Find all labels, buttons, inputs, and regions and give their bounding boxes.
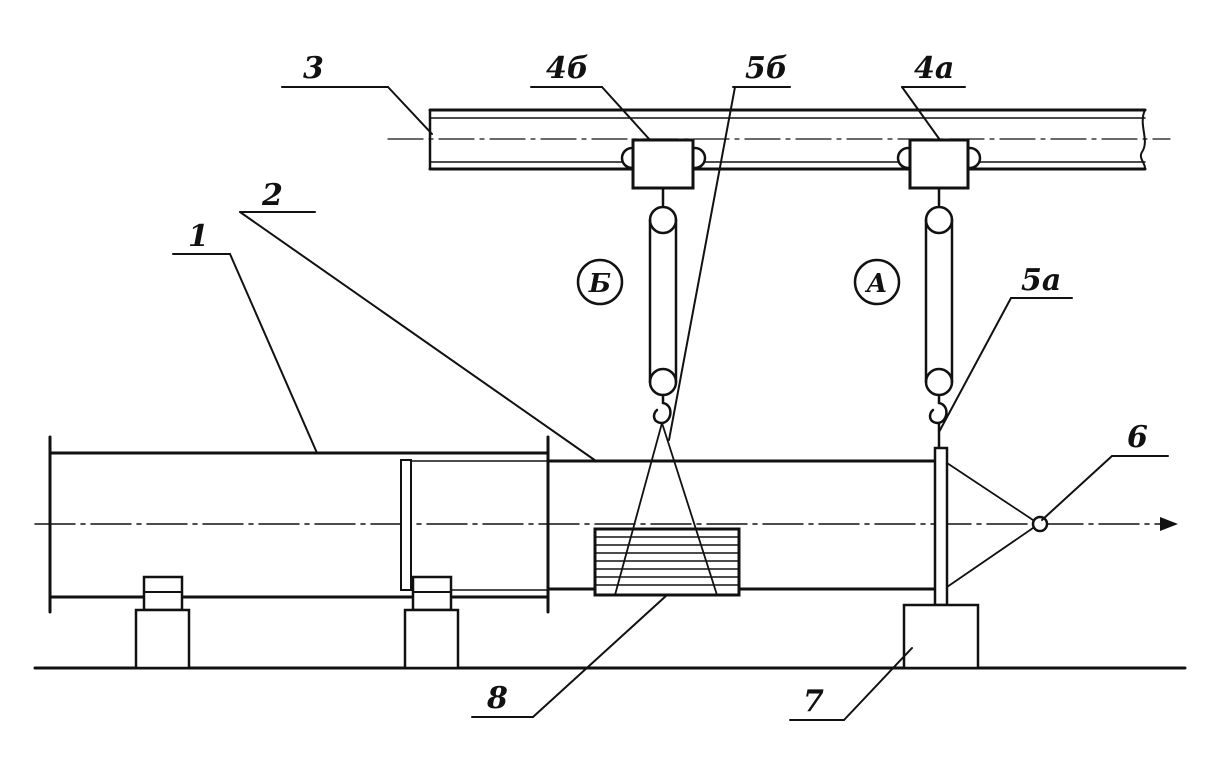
pipe-1 <box>48 435 550 614</box>
label-7: 7 <box>803 684 824 719</box>
label-3: 3 <box>303 51 324 86</box>
leader-lines <box>172 86 1169 721</box>
label-5b: 5б <box>745 51 788 86</box>
pipe-2 <box>400 459 937 591</box>
circle-label-a-text: А <box>864 269 887 299</box>
support-middle <box>403 575 460 670</box>
end-plate-5a <box>933 446 949 607</box>
center-axis <box>34 517 1178 531</box>
tackle-a <box>924 186 954 450</box>
circle-label-b-text: Б <box>588 269 611 299</box>
label-4a: 4а <box>914 51 954 86</box>
support-7 <box>902 603 980 670</box>
support-left <box>134 575 191 670</box>
tackle-b <box>648 186 678 425</box>
label-6: 6 <box>1127 420 1148 455</box>
label-4b: 4б <box>546 51 589 86</box>
label-2: 2 <box>261 178 283 213</box>
towing-hook-6 <box>1031 515 1049 533</box>
circle-label-a: А <box>853 258 901 306</box>
hoist-trolley-4a <box>896 138 982 190</box>
circle-label-b: Б <box>576 258 624 306</box>
label-8: 8 <box>486 681 508 716</box>
label-5a: 5а <box>1021 263 1061 298</box>
hoist-trolley-4b <box>620 138 707 190</box>
label-1: 1 <box>188 219 209 254</box>
crane-beam <box>387 108 1171 171</box>
load-8 <box>593 527 741 597</box>
towing-slings <box>946 462 1034 588</box>
slings-b <box>614 422 718 596</box>
